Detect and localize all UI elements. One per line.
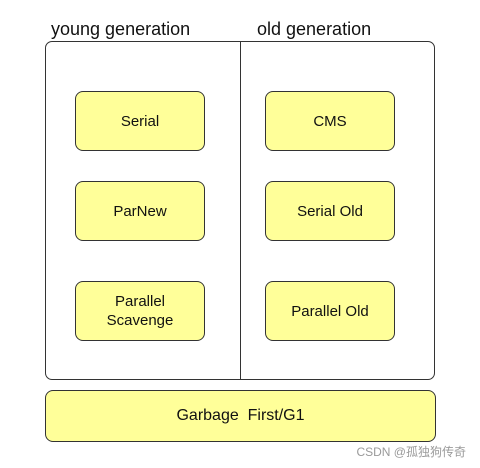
generation-divider: [240, 42, 241, 379]
parnew-collector: ParNew: [75, 181, 205, 241]
parallel-scavenge-collector: Parallel Scavenge: [75, 281, 205, 341]
serial-old-collector: Serial Old: [265, 181, 395, 241]
old-generation-heading: old generation: [257, 19, 372, 39]
watermark: CSDN @孤独狗传奇: [356, 445, 466, 459]
serial-collector: Serial: [75, 91, 205, 151]
young-generation-heading: young generation: [51, 19, 191, 39]
cms-collector: CMS: [265, 91, 395, 151]
g1-collector: Garbage First/G1: [45, 390, 436, 442]
parallel-old-collector: Parallel Old: [265, 281, 395, 341]
